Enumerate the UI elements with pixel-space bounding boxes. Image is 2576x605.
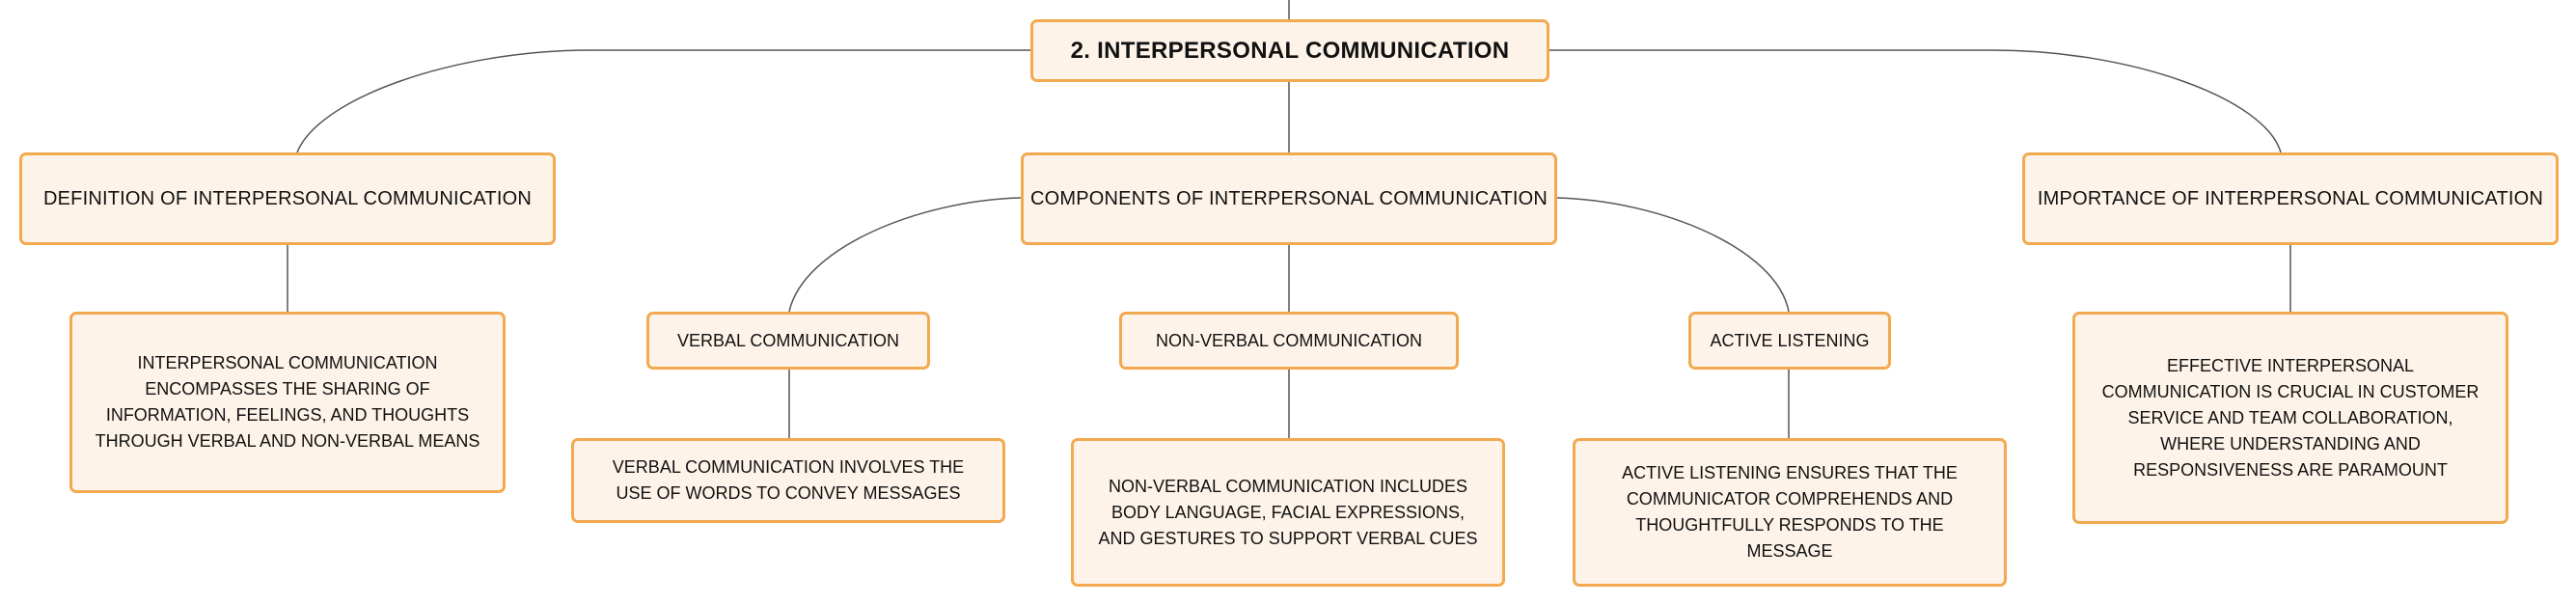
root-label: 2. INTERPERSONAL COMMUNICATION [1070,37,1510,64]
verbal-communication-label: VERBAL COMMUNICATION [676,330,900,350]
importance-detail-node[interactable]: EFFECTIVE INTERPERSONAL COMMUNICATION IS… [2072,312,2508,524]
active-listening-detail-text: ACTIVE LISTENING ENSURES THAT THE COMMUN… [1622,463,1958,561]
verbal-communication-node[interactable]: VERBAL COMMUNICATION [646,312,930,370]
non-verbal-communication-node[interactable]: NON-VERBAL COMMUNICATION [1119,312,1459,370]
definition-detail-text: INTERPERSONAL COMMUNICATION ENCOMPASSES … [95,353,480,451]
connector-components-listening [1556,197,1790,313]
importance-label: IMPORTANCE OF INTERPERSONAL COMMUNICATIO… [2037,187,2544,209]
components-node[interactable]: COMPONENTS OF INTERPERSONAL COMMUNICATIO… [1021,152,1557,245]
connector-root-importance [1549,49,2282,153]
non-verbal-communication-detail-text: NON-VERBAL COMMUNICATION INCLUDES BODY L… [1098,476,1478,548]
active-listening-label: ACTIVE LISTENING [1710,330,1870,350]
verbal-communication-detail-text: VERBAL COMMUNICATION INVOLVES THE USE OF… [612,457,965,503]
non-verbal-communication-detail-node[interactable]: NON-VERBAL COMMUNICATION INCLUDES BODY L… [1071,438,1505,587]
components-label: COMPONENTS OF INTERPERSONAL COMMUNICATIO… [1029,187,1548,209]
definition-node[interactable]: DEFINITION OF INTERPERSONAL COMMUNICATIO… [19,152,556,245]
importance-node[interactable]: IMPORTANCE OF INTERPERSONAL COMMUNICATIO… [2022,152,2559,245]
non-verbal-communication-label: NON-VERBAL COMMUNICATION [1155,330,1422,350]
definition-detail-node[interactable]: INTERPERSONAL COMMUNICATION ENCOMPASSES … [69,312,506,493]
connector-root-definition [296,49,1030,153]
active-listening-detail-node[interactable]: ACTIVE LISTENING ENSURES THAT THE COMMUN… [1573,438,2007,587]
importance-detail-text: EFFECTIVE INTERPERSONAL COMMUNICATION IS… [2101,355,2480,480]
root-node[interactable]: 2. INTERPERSONAL COMMUNICATION [1030,19,1549,82]
connector-components-verbal [788,197,1022,313]
definition-label: DEFINITION OF INTERPERSONAL COMMUNICATIO… [43,187,532,209]
verbal-communication-detail-node[interactable]: VERBAL COMMUNICATION INVOLVES THE USE OF… [571,438,1005,523]
active-listening-node[interactable]: ACTIVE LISTENING [1688,312,1891,370]
